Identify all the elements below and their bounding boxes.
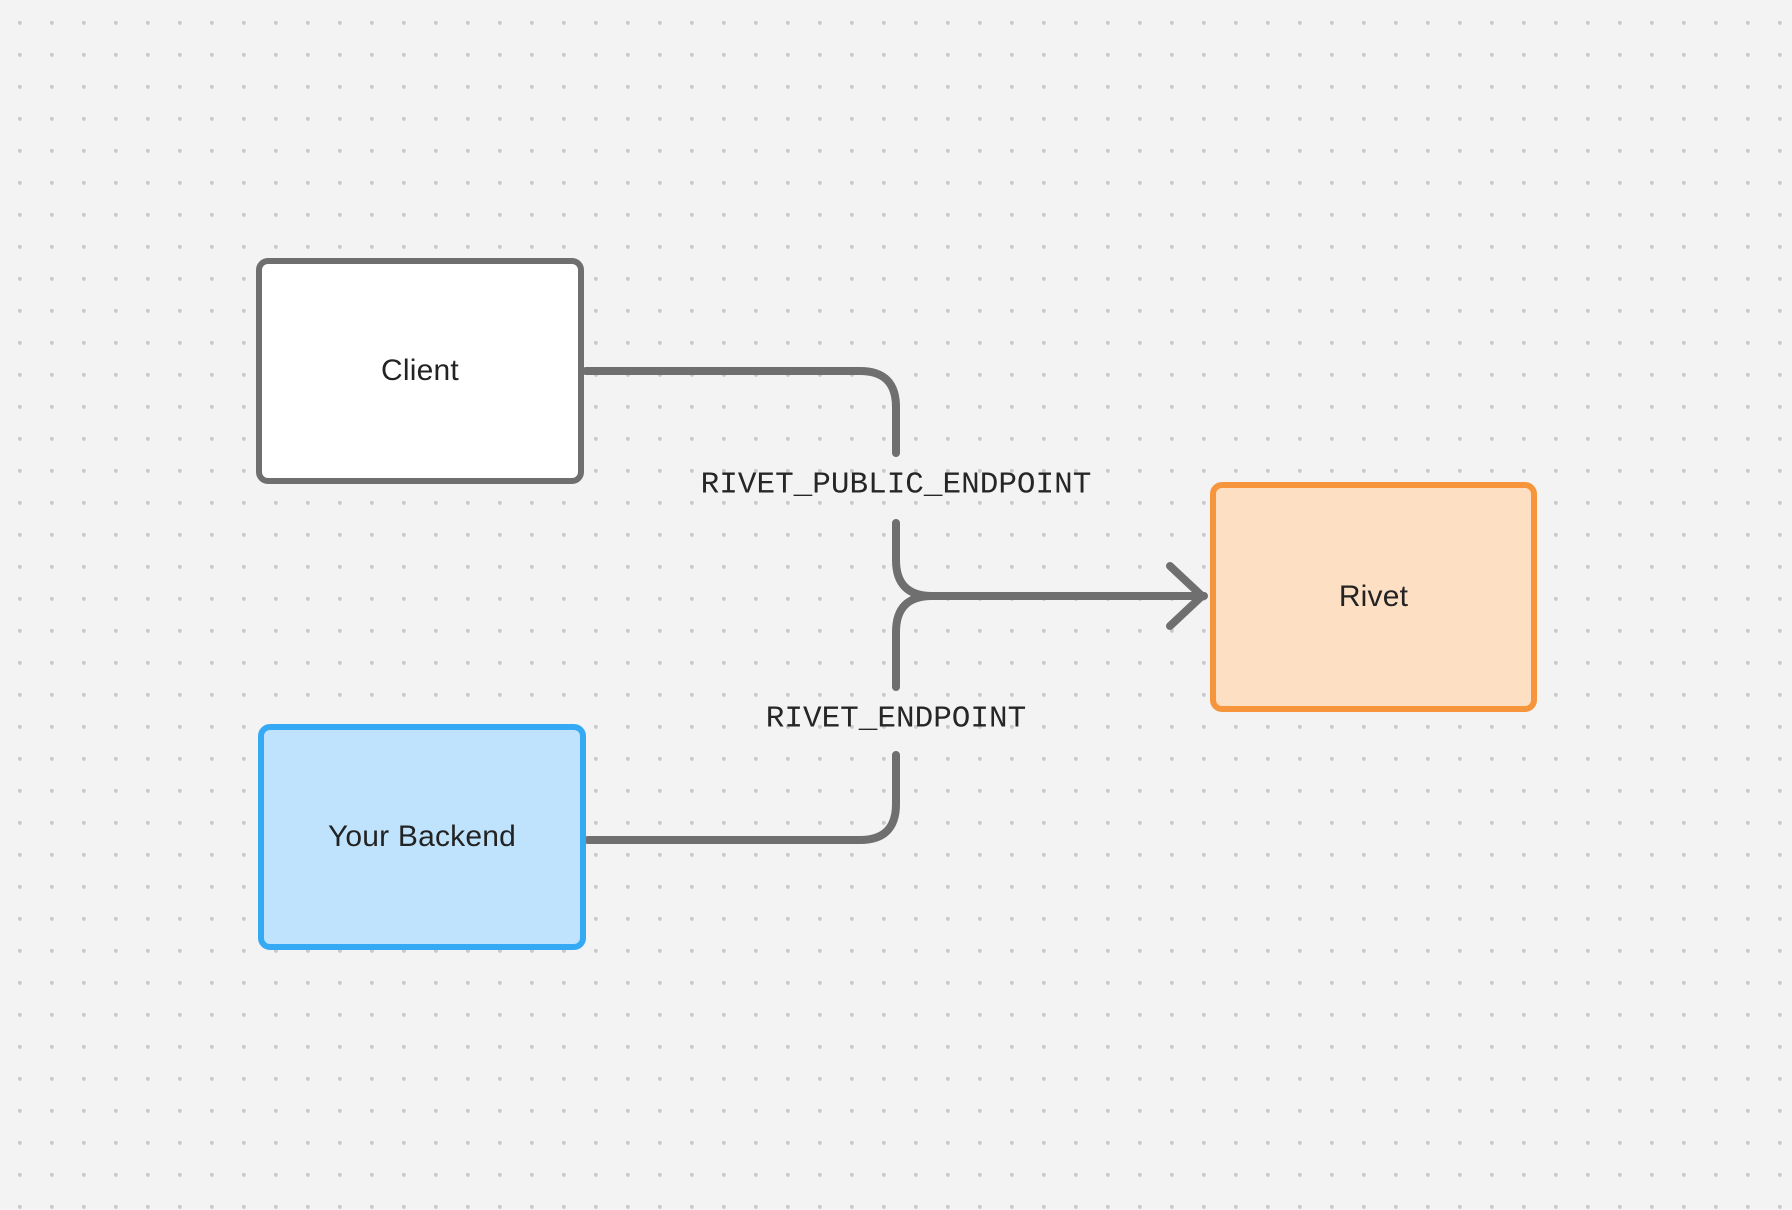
node-your-backend-label: Your Backend xyxy=(327,820,517,853)
edge-label-rivet-endpoint: RIVET_ENDPOINT xyxy=(765,701,1027,737)
node-client[interactable]: Client xyxy=(256,258,584,484)
node-client-label: Client xyxy=(381,354,459,387)
node-rivet[interactable]: Rivet xyxy=(1210,482,1537,712)
arrowhead-icon xyxy=(1166,562,1206,630)
edge-client-to-rivet-lower xyxy=(892,519,1208,600)
edge-label-rivet-public-endpoint: RIVET_PUBLIC_ENDPOINT xyxy=(700,467,1092,503)
edge-client-to-rivet xyxy=(582,367,900,457)
node-your-backend[interactable]: Your Backend xyxy=(258,724,586,950)
edge-backend-to-rivet xyxy=(584,751,900,844)
node-rivet-label: Rivet xyxy=(1338,580,1409,613)
edge-backend-to-rivet-upper xyxy=(892,592,936,691)
